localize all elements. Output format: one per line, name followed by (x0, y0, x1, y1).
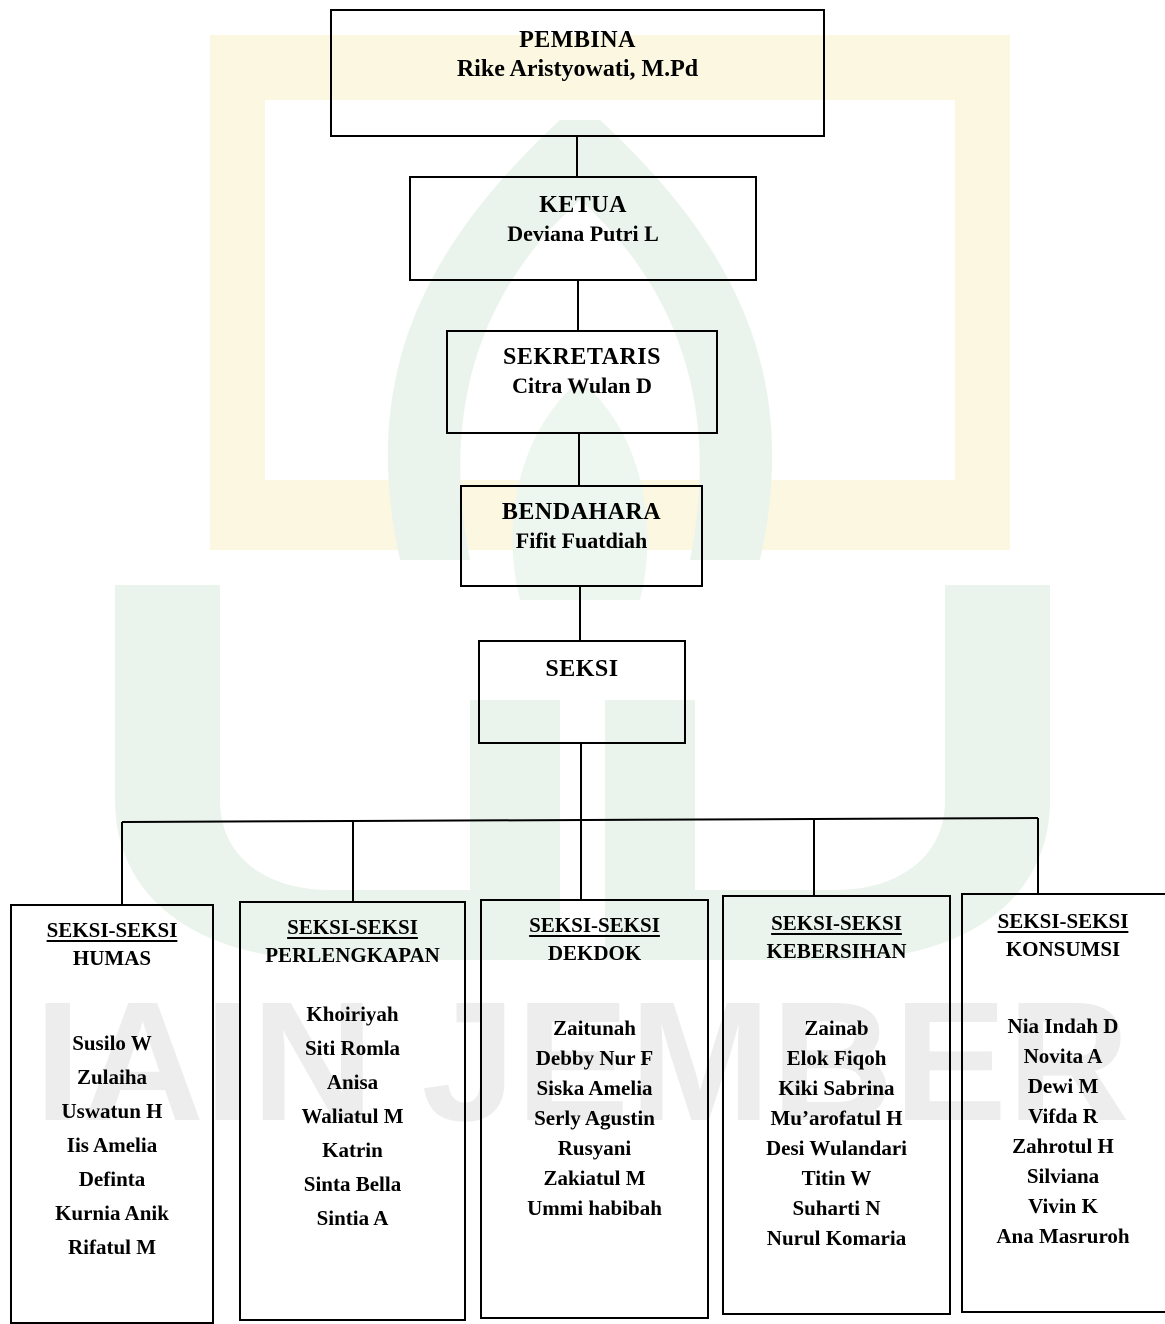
member-list: Khoiriyah Siti Romla Anisa Waliatul M Ka… (241, 997, 464, 1235)
member-item: Zaitunah (553, 1016, 636, 1040)
member-item: Definta (78, 1167, 146, 1191)
member-list: Zainab Elok Fiqoh Kiki Sabrina Mu’arofat… (724, 1013, 949, 1253)
section-title: SEKSI-SEKSI (997, 909, 1129, 933)
ketua-box: KETUA Deviana Putri L (409, 176, 757, 281)
section-title: SEKSI-SEKSI (771, 911, 902, 935)
member-item: Vifda R (1028, 1104, 1098, 1128)
member-item: Desi Wulandari (765, 1136, 907, 1160)
member-list: Susilo W Zulaiha Uswatun H Iis Amelia De… (12, 1026, 212, 1264)
member-item: Siska Amelia (536, 1076, 653, 1100)
member-item: Ana Masruroh (996, 1224, 1130, 1248)
section-kebersihan: SEKSI-SEKSI KEBERSIHAN Zainab Elok Fiqoh… (722, 895, 951, 1315)
member-item: Kiki Sabrina (778, 1076, 895, 1100)
bendahara-role: BENDAHARA (501, 499, 662, 525)
member-item: Katrin (322, 1138, 383, 1162)
section-subtitle: DEKDOK (547, 941, 642, 965)
member-item: Zulaiha (76, 1065, 148, 1089)
member-item: Sintia A (316, 1206, 389, 1230)
member-item: Nurul Komaria (766, 1226, 907, 1250)
sekretaris-box: SEKRETARIS Citra Wulan D (446, 330, 718, 434)
section-subtitle: KONSUMSI (1005, 937, 1121, 961)
member-item: Rifatul M (67, 1235, 157, 1259)
section-title: SEKSI-SEKSI (287, 915, 418, 939)
pembina-role: PEMBINA (519, 27, 636, 53)
section-subtitle: HUMAS (72, 946, 152, 970)
member-item: Novita A (1023, 1044, 1103, 1068)
member-item: Mu’arofatul H (770, 1106, 903, 1130)
member-item: Zainab (804, 1016, 869, 1040)
watermark-text: IAIN JEMBER (34, 967, 1130, 1157)
member-item: Siti Romla (304, 1036, 401, 1060)
member-list: Nia Indah D Novita A Dewi M Vifda R Zahr… (963, 1011, 1163, 1251)
member-item: Vivin K (1028, 1194, 1098, 1218)
member-item: Silviana (1026, 1164, 1100, 1188)
sekretaris-role: SEKRETARIS (503, 344, 661, 370)
member-list: Zaitunah Debby Nur F Siska Amelia Serly … (482, 1013, 707, 1223)
member-item: Waliatul M (301, 1104, 404, 1128)
pembina-name: Rike Aristyowati, M.Pd (456, 56, 699, 82)
member-item: Zahrotul H (1012, 1134, 1114, 1158)
section-title: SEKSI-SEKSI (529, 913, 660, 937)
member-item: Debby Nur F (535, 1046, 654, 1070)
section-title: SEKSI-SEKSI (46, 918, 178, 942)
member-item: Khoiriyah (306, 1002, 399, 1026)
section-perlengkapan: SEKSI-SEKSI PERLENGKAPAN Khoiriyah Siti … (239, 901, 466, 1321)
member-item: Zakiatul M (543, 1166, 646, 1190)
member-item: Kurnia Anik (55, 1201, 169, 1225)
member-item: Dewi M (1027, 1074, 1099, 1098)
member-item: Rusyani (557, 1136, 632, 1160)
section-subtitle: PERLENGKAPAN (265, 943, 440, 967)
section-konsumsi: SEKSI-SEKSI KONSUMSI Nia Indah D Novita … (961, 893, 1165, 1313)
member-item: Elok Fiqoh (786, 1046, 887, 1070)
section-humas: SEKSI-SEKSI HUMAS Susilo W Zulaiha Uswat… (10, 904, 214, 1324)
member-item: Uswatun H (61, 1099, 163, 1123)
member-item: Titin W (801, 1166, 872, 1190)
member-item: Serly Agustin (534, 1106, 655, 1130)
seksi-role: SEKSI (545, 656, 619, 682)
seksi-box: SEKSI (478, 640, 686, 744)
ketua-role: KETUA (539, 192, 627, 218)
member-item: Anisa (326, 1070, 379, 1094)
ketua-name: Deviana Putri L (507, 221, 659, 246)
pembina-box: PEMBINA Rike Aristyowati, M.Pd (330, 9, 825, 137)
bendahara-name: Fifit Fuatdiah (515, 528, 648, 553)
member-item: Susilo W (72, 1031, 152, 1055)
section-subtitle: KEBERSIHAN (766, 939, 907, 963)
section-dekdok: SEKSI-SEKSI DEKDOK Zaitunah Debby Nur F … (480, 899, 709, 1319)
member-item: Suharti N (792, 1196, 881, 1220)
member-item: Iis Amelia (66, 1133, 158, 1157)
member-item: Nia Indah D (1007, 1014, 1119, 1038)
bendahara-box: BENDAHARA Fifit Fuatdiah (460, 485, 703, 587)
member-item: Sinta Bella (303, 1172, 402, 1196)
sekretaris-name: Citra Wulan D (512, 373, 652, 398)
member-item: Ummi habibah (527, 1196, 662, 1220)
